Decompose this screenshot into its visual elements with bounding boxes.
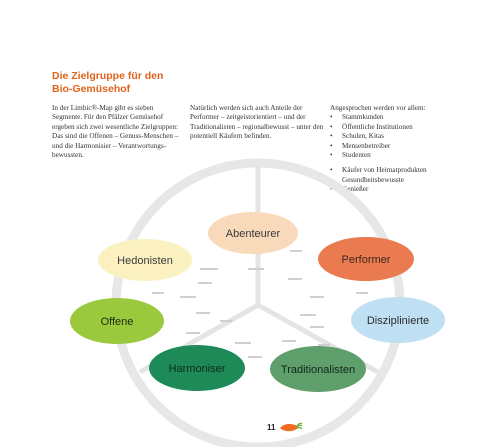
audience-item: Schulen, Kitas	[330, 132, 470, 142]
intro-text: In der Limbic®-Map gibt es sieben Segmen…	[52, 104, 179, 160]
value-word-marker	[180, 296, 196, 298]
carrot-icon	[280, 422, 302, 432]
segment-hedonisten-label: Hedonisten	[117, 255, 173, 267]
segment-abenteurer-label: Abenteurer	[226, 228, 281, 240]
segment-traditionalisten: Traditionalisten	[270, 346, 366, 392]
value-word-marker	[186, 332, 200, 334]
value-word-marker	[300, 314, 316, 316]
segment-disziplinierte-label: Disziplinierte	[367, 315, 429, 327]
value-word-marker	[196, 312, 210, 314]
audience-item: Stammkunden	[330, 113, 470, 123]
audience-item: Öffentliche Institutionen	[330, 123, 470, 133]
segment-abenteurer: Abenteurer	[208, 212, 298, 254]
page-heading: Die Zielgruppe für den Bio-Gemüsehof	[52, 70, 163, 96]
segment-harmoniser-label: Harmoniser	[169, 363, 226, 375]
segment-disziplinierte-shape	[351, 297, 445, 343]
value-word-marker	[248, 268, 264, 270]
page-number: 11	[267, 423, 276, 432]
value-word-marker	[152, 292, 164, 294]
segment-traditionalisten-label: Traditionalisten	[281, 364, 355, 376]
segment-performer: Performer	[318, 237, 414, 281]
audience-item: Mensenbetreiber	[330, 142, 470, 152]
segment-harmoniser-shape	[149, 345, 245, 391]
map-frame	[111, 158, 405, 447]
segment-harmoniser: Harmoniser	[149, 345, 245, 391]
heading-line-1: Die Zielgruppe für den	[52, 70, 164, 82]
value-word-marker	[288, 278, 302, 280]
audience-item: Studenten	[330, 151, 470, 161]
value-word-marker	[248, 356, 262, 358]
value-word-marker	[290, 250, 302, 252]
audience-item: Genießer	[330, 185, 470, 195]
segment-disziplinierte: Disziplinierte	[351, 297, 445, 343]
audience-intro: Angesprochen werden vor allem:	[330, 104, 426, 112]
value-word-marker	[356, 292, 368, 294]
segment-performer-label: Performer	[342, 254, 391, 266]
value-word-marker	[198, 282, 212, 284]
segment-hedonisten: Hedonisten	[98, 239, 192, 281]
value-word-marker	[310, 296, 324, 298]
segment-performer-shape	[318, 237, 414, 281]
segment-offene-label: Offene	[101, 316, 134, 328]
segment-hedonisten-shape	[98, 239, 192, 281]
intro-column: In der Limbic®-Map gibt es sieben Segmen…	[52, 104, 184, 160]
value-word-marker	[220, 320, 232, 322]
segment-abenteurer-shape	[208, 212, 298, 254]
value-word-marker	[282, 340, 296, 342]
value-word-marker	[200, 268, 218, 270]
value-word-marker	[235, 342, 251, 344]
value-word-marker	[318, 344, 330, 346]
segment-offene: Offene	[70, 298, 164, 344]
audience-item: Käufer von Heimatprodukten	[330, 166, 470, 176]
segment-traditionalisten-shape	[270, 346, 366, 392]
segment-offene-shape	[70, 298, 164, 344]
heading-line-2: Bio-Gemüsehof	[52, 83, 131, 95]
value-word-marker	[310, 326, 324, 328]
audience-list-1: Stammkunden Öffentliche Institutionen Sc…	[330, 113, 470, 160]
middle-text: Natürlich werden sich auch Anteile der P…	[190, 104, 324, 141]
middle-column: Natürlich werden sich auch Anteile der P…	[190, 104, 325, 142]
